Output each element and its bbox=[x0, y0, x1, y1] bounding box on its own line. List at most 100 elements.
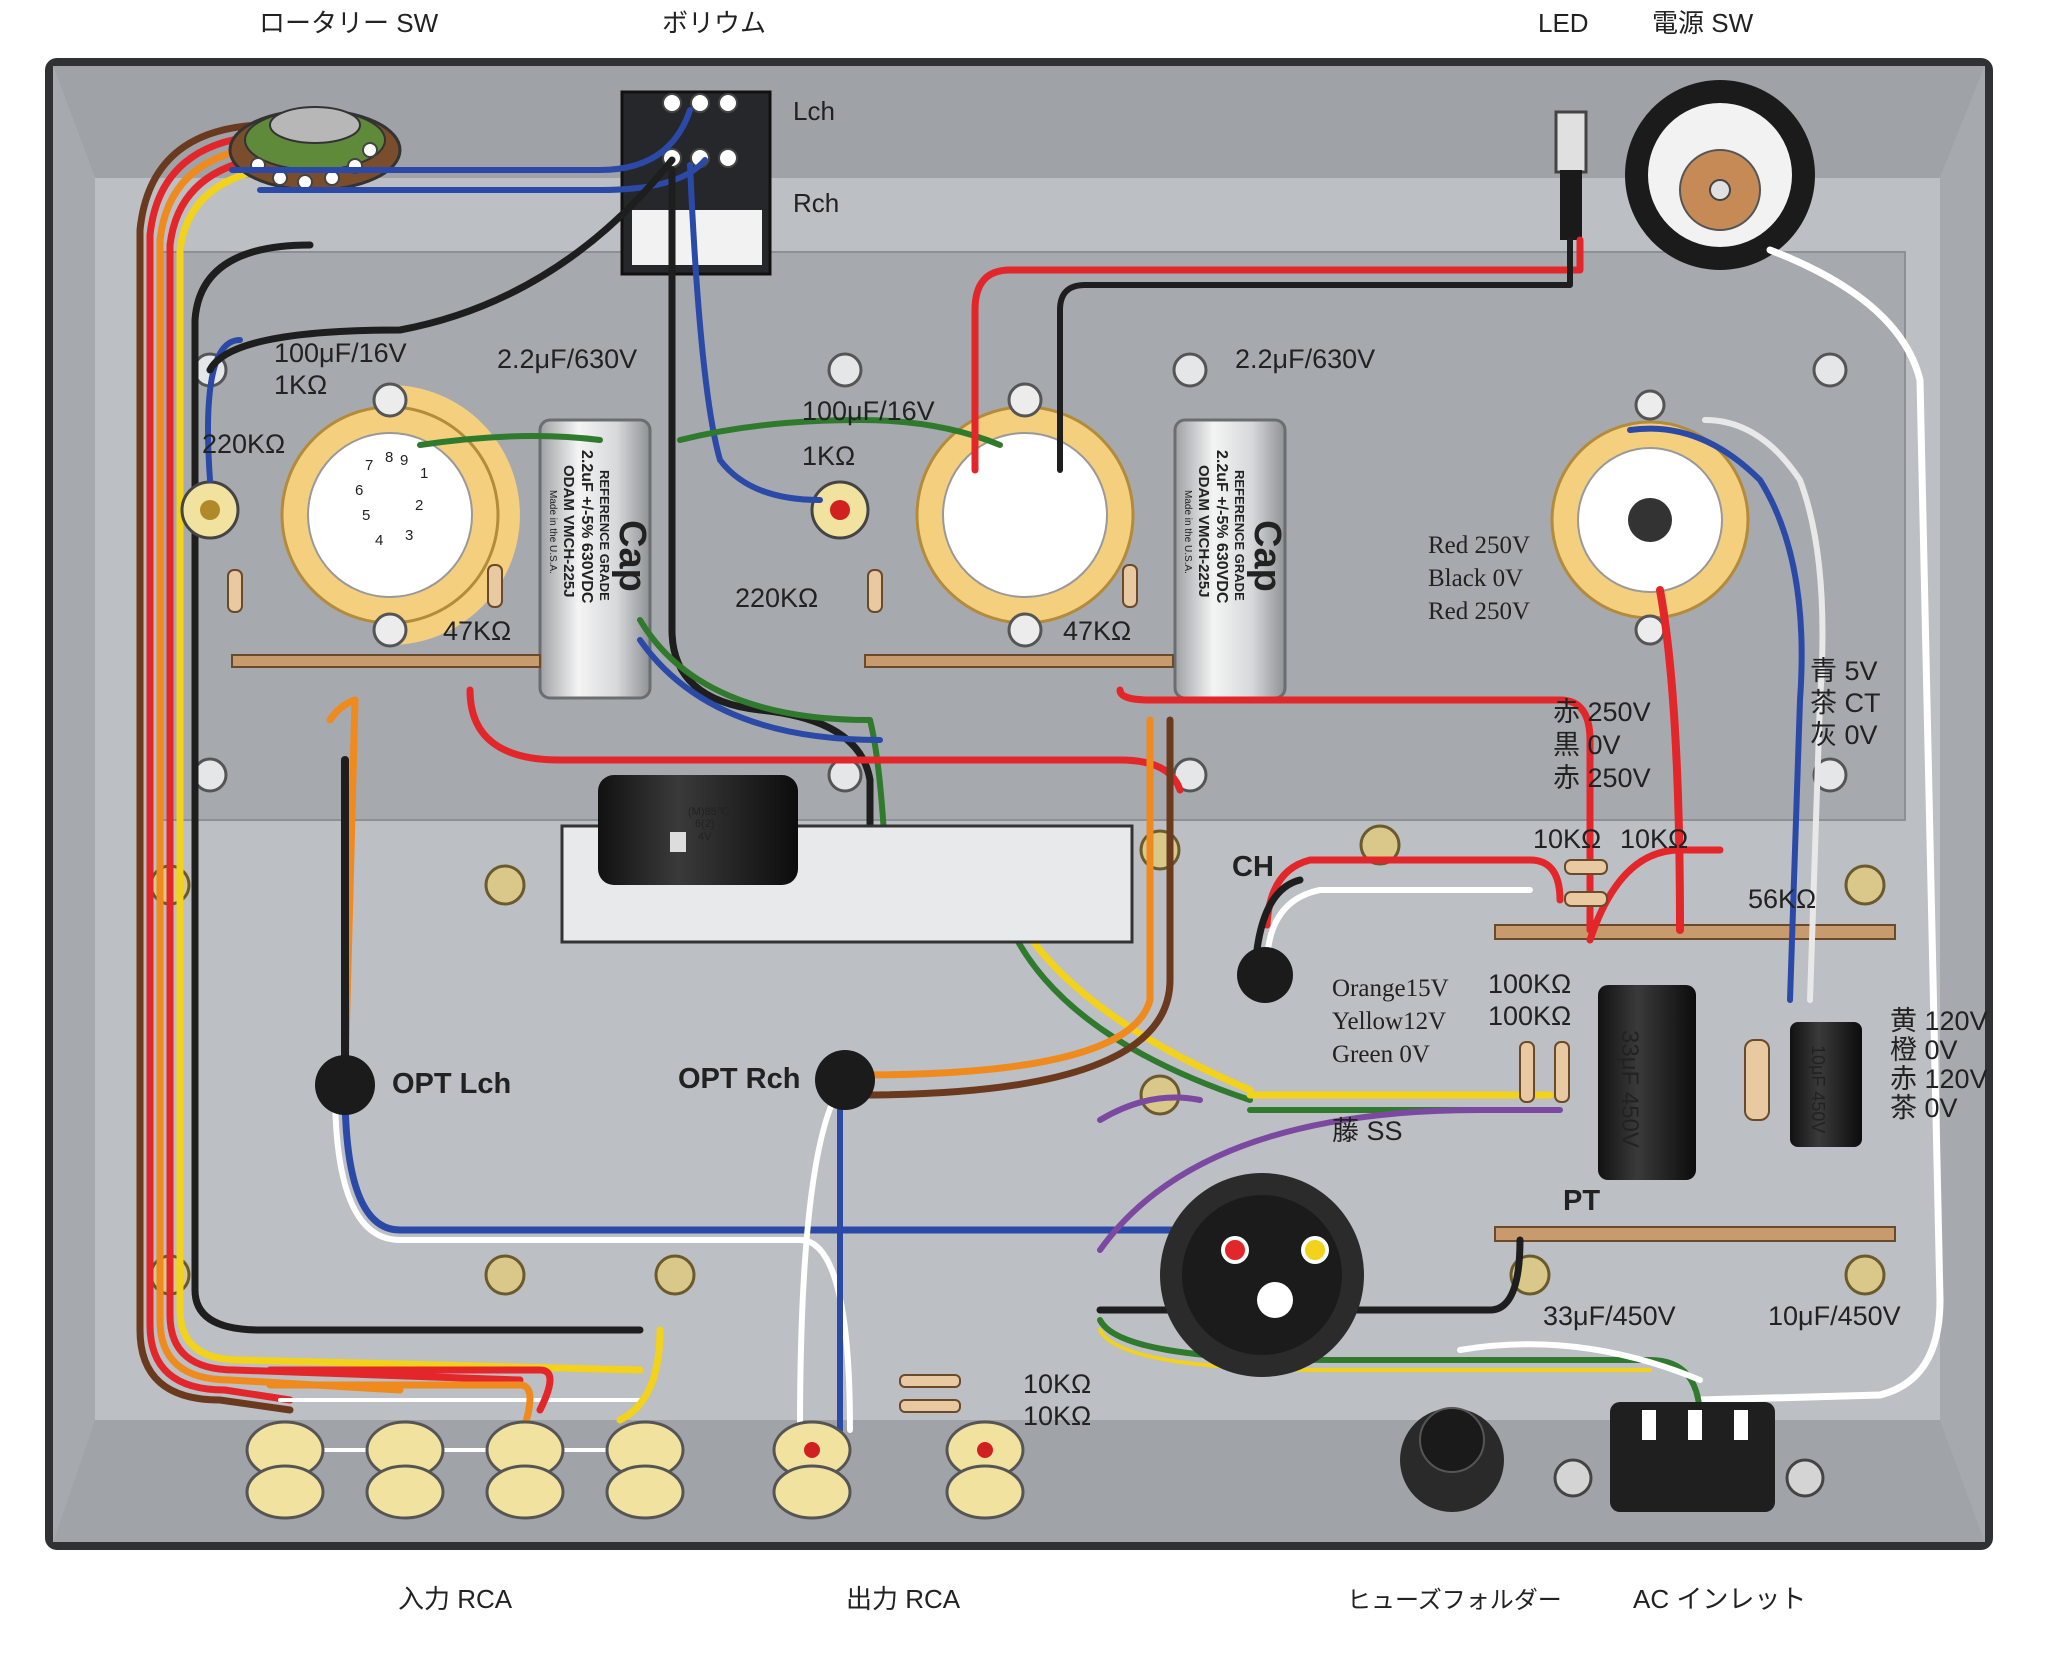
cap-l-label: 100μF/16V bbox=[274, 338, 407, 368]
power-switch-label: 電源 SW bbox=[1652, 8, 1754, 38]
filter-cap-33uf bbox=[1598, 985, 1696, 1180]
r100k-b-label: 100KΩ bbox=[1488, 1001, 1571, 1031]
coupling-cap-left bbox=[538, 418, 652, 700]
cap-r-label: 100μF/16V bbox=[802, 396, 935, 426]
led-indicator bbox=[1554, 110, 1588, 240]
coupling-l-label: 2.2μF/630V bbox=[497, 344, 637, 374]
primary-wire-1: 黄 120V bbox=[1890, 1006, 1988, 1036]
chassis bbox=[45, 58, 1993, 1550]
pt-sec-3: 赤 250V bbox=[1553, 763, 1651, 793]
svg-text:6: 6 bbox=[355, 482, 363, 499]
signal-wiring bbox=[205, 107, 1944, 1452]
pt-primary-label: 藤 SS bbox=[1332, 1116, 1403, 1146]
output-rca-label: 出力 RCA bbox=[846, 1584, 961, 1614]
heater-6v-3: Green 0V bbox=[1332, 1041, 1430, 1068]
opt-lch-label: OPT Lch bbox=[392, 1068, 511, 1100]
r100k-a-label: 100KΩ bbox=[1488, 969, 1571, 999]
r10k-a-label: 10KΩ bbox=[1533, 824, 1601, 854]
primary-wire-2: 橙 0V bbox=[1890, 1035, 1958, 1065]
choke bbox=[560, 775, 1134, 944]
svg-text:Cap: Cap bbox=[1246, 520, 1288, 592]
grommets bbox=[315, 947, 1293, 1115]
pt-sec-2: 黒 0V bbox=[1553, 730, 1621, 760]
ac-inlet-label: AC インレット bbox=[1633, 1584, 1806, 1614]
volume-pot[interactable] bbox=[620, 90, 772, 276]
pt-label: PT bbox=[1563, 1185, 1600, 1217]
volume-lch-label: Lch bbox=[793, 96, 835, 126]
wire-harness-left bbox=[136, 121, 644, 1414]
res-r-label: 1KΩ bbox=[802, 441, 855, 471]
res-l-label: 1KΩ bbox=[274, 370, 327, 400]
output-rca-jacks[interactable] bbox=[772, 1420, 1025, 1520]
rotary-switch-label: ロータリー SW bbox=[259, 8, 439, 38]
mounting-screws bbox=[192, 352, 1848, 793]
svg-text:REFERENCE GRADE: REFERENCE GRADE bbox=[1232, 470, 1247, 601]
led-label: LED bbox=[1538, 8, 1589, 38]
svg-text:Made in the U.S.A.: Made in the U.S.A. bbox=[547, 490, 558, 574]
plate-r-label: 47KΩ bbox=[1063, 616, 1131, 646]
grid-input-jack-left bbox=[180, 480, 240, 540]
pt-secondary-labels: 赤 250V 黒 0V 赤 250V bbox=[1553, 697, 1651, 793]
r56k-label: 56KΩ bbox=[1748, 884, 1816, 914]
coupling-r-label: 2.2μF/630V bbox=[1235, 344, 1375, 374]
svg-text:7: 7 bbox=[365, 457, 373, 474]
power-transformer-connector bbox=[1160, 1173, 1364, 1377]
heater-wire-2: 茶 CT bbox=[1810, 688, 1881, 718]
heater-6v-2: Yellow12V bbox=[1332, 1008, 1446, 1035]
filter-cap-10uf bbox=[1790, 1022, 1862, 1147]
cap-print-left: Cap REFERENCE GRADE 2.2uF +/-5% 630VDC O… bbox=[547, 450, 653, 604]
block-cap-temp: (M)85℃ bbox=[688, 806, 729, 818]
volume-rch-label: Rch bbox=[793, 188, 839, 218]
rect-wire-1: Red 250V bbox=[1428, 532, 1530, 559]
filter-cap-33uf-print: 33μF 450V bbox=[1616, 1030, 1643, 1148]
resistors bbox=[227, 564, 1770, 1413]
pt-sec-1: 赤 250V bbox=[1553, 697, 1651, 727]
rectifier-wire-labels: Red 250V Black 0V Red 250V bbox=[1428, 532, 1530, 625]
svg-text:2: 2 bbox=[415, 497, 423, 514]
svg-text:5: 5 bbox=[362, 507, 370, 524]
inlet-nuts bbox=[1553, 1458, 1825, 1498]
c33-label: 33μF/450V bbox=[1543, 1301, 1676, 1331]
grid-input-jack-right bbox=[810, 480, 870, 540]
svg-text:Cap: Cap bbox=[611, 520, 653, 592]
block-cap-value: 6(2) bbox=[695, 818, 715, 830]
block-cap-voltage: 4V bbox=[698, 831, 712, 843]
ch-label: CH bbox=[1232, 851, 1274, 883]
svg-text:Made in the U.S.A.: Made in the U.S.A. bbox=[1182, 490, 1193, 574]
heater-6v-1: Orange15V bbox=[1332, 975, 1449, 1002]
heater-wire-1: 青 5V bbox=[1810, 656, 1878, 686]
svg-text:3: 3 bbox=[405, 527, 413, 544]
filter-cap-10uf-print: 10μF 450V bbox=[1808, 1045, 1828, 1133]
svg-text:4: 4 bbox=[375, 532, 383, 549]
ac-inlet[interactable] bbox=[1610, 1402, 1775, 1512]
volume-label: ボリウム bbox=[662, 8, 766, 38]
rect-wire-2: Black 0V bbox=[1428, 565, 1523, 592]
r10k-b-label: 10KΩ bbox=[1620, 824, 1688, 854]
svg-text:8: 8 bbox=[385, 449, 393, 466]
grid-l-label: 220KΩ bbox=[202, 429, 285, 459]
primary-wire-labels: 黄 120V 橙 0V 赤 120V 茶 0V bbox=[1890, 1006, 1988, 1123]
opt-rch-label: OPT Rch bbox=[678, 1063, 800, 1095]
svg-text:ODAM VMCH-225J: ODAM VMCH-225J bbox=[560, 465, 577, 598]
heater-wire-3: 灰 0V bbox=[1810, 720, 1878, 750]
svg-text:9: 9 bbox=[400, 452, 408, 469]
grid-r-label: 220KΩ bbox=[735, 583, 818, 613]
heater-wire-labels: 青 5V 茶 CT 灰 0V bbox=[1810, 656, 1881, 750]
svg-text:2.2uF +/-5% 630VDC: 2.2uF +/-5% 630VDC bbox=[578, 450, 595, 604]
fuse-holder[interactable] bbox=[1400, 1407, 1504, 1512]
primary-wire-3: 赤 120V bbox=[1890, 1064, 1988, 1094]
svg-text:1: 1 bbox=[420, 465, 428, 482]
svg-text:ODAM VMCH-225J: ODAM VMCH-225J bbox=[1195, 465, 1212, 598]
rectifier-socket bbox=[1550, 389, 1750, 646]
svg-text:2.2uF +/-5% 630VDC: 2.2uF +/-5% 630VDC bbox=[1213, 450, 1230, 604]
input-rca-jacks[interactable] bbox=[245, 1420, 685, 1520]
primary-wire-4: 茶 0V bbox=[1890, 1093, 1958, 1123]
tube-socket-right bbox=[915, 382, 1135, 648]
power-switch[interactable] bbox=[1625, 80, 1815, 270]
input-rca-label: 入力 RCA bbox=[398, 1584, 513, 1614]
plate-l-label: 47KΩ bbox=[443, 616, 511, 646]
heater-6v-labels: Orange15V Yellow12V Green 0V bbox=[1332, 975, 1449, 1068]
c10-label: 10μF/450V bbox=[1768, 1301, 1901, 1331]
